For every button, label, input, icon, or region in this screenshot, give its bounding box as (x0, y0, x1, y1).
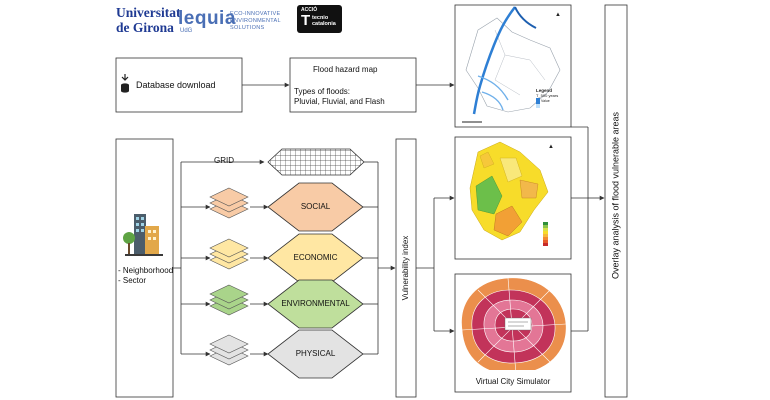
tecnio-letter: T (301, 12, 311, 29)
vulnerability-choropleth-map: ▲ (454, 136, 572, 260)
physical-label: PHYSICAL (295, 349, 336, 358)
river-path (472, 6, 516, 115)
lequia-wordmark: lequia (178, 8, 236, 29)
tecnio-top: ACCIÓ (301, 7, 318, 13)
universitat-de-girona-logo: Universitat de Girona (116, 5, 181, 35)
tecnio-logo: ACCIÓ T tecnio catalonia (297, 5, 342, 33)
economic-label: ECONOMIC (293, 253, 338, 262)
unit-neighborhood: - Neighborhood (118, 266, 174, 275)
overlay-analysis-label: Overlay analysis of flood vulnerable are… (610, 111, 621, 280)
flood-hazard-title: Flood hazard map (313, 65, 378, 74)
social-label: SOCIAL (300, 202, 331, 211)
north-arrow-icon: ▲ (555, 12, 561, 18)
logo-text-line1: Universitat (116, 5, 181, 20)
database-download-box (115, 57, 243, 113)
flood-types-label: Types of floods: (294, 87, 351, 96)
logo-text-line2: de Girona (116, 20, 174, 35)
virtual-city-simulator-map (454, 273, 572, 393)
unit-sector: - Sector (118, 276, 147, 285)
vulnerability-index-label: Vulnerability index (401, 235, 410, 301)
map1-legend-value: Value (541, 99, 550, 103)
overlay-analysis-box (604, 4, 628, 398)
tecnio-name: tecnio catalonia (312, 15, 336, 27)
flood-types-value: Pluvial, Fluvial, and Flash (294, 97, 385, 106)
grid-label: GRID (214, 156, 234, 165)
north-arrow-icon: ▲ (548, 144, 554, 150)
virtual-city-simulator-label: Virtual City Simulator (475, 377, 551, 386)
flood-hazard-map-box (289, 57, 417, 113)
economic-layer-stack-icon (209, 238, 249, 270)
physical-layer-stack-icon (209, 334, 249, 366)
database-download-icon (121, 74, 129, 93)
environmental-layer-stack-icon (209, 284, 249, 316)
lequia-logo: lequia UdG ECO-INNOVATIVE ENVIRONMENTAL … (178, 6, 296, 36)
map1-legend-title: Legend (536, 88, 552, 93)
lequia-tagline: ECO-INNOVATIVE ENVIRONMENTAL SOLUTIONS (230, 11, 281, 31)
flood-hazard-map-thumbnail: Legend T_500 years Value ▲ (454, 4, 572, 128)
city-buildings-icon (123, 214, 163, 256)
social-layer-stack-icon (209, 187, 249, 219)
database-download-label: Database download (136, 80, 216, 90)
lequia-sub: UdG (180, 28, 193, 34)
grid-diamond (267, 148, 365, 176)
map1-legend-subtitle: T_500 years (536, 93, 558, 98)
environmental-label: ENVIRONMENTAL (281, 299, 350, 308)
